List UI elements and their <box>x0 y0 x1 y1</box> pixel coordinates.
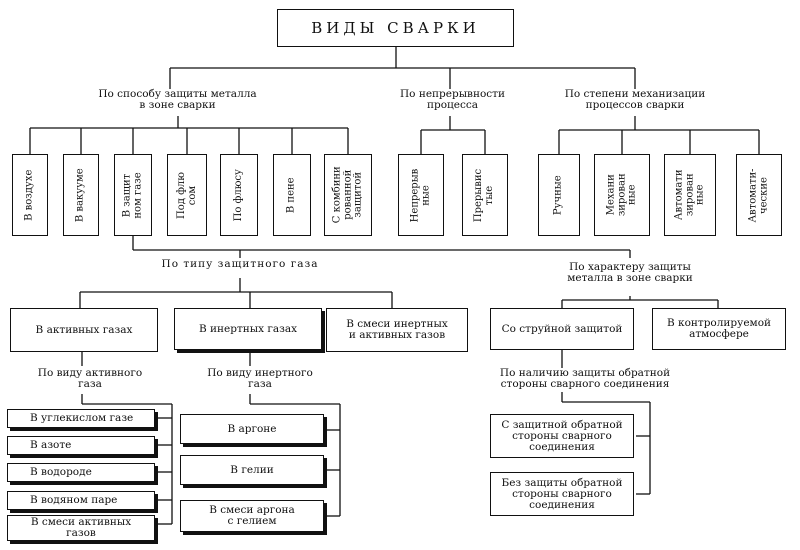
active-gas-steam-label: В водяном паре <box>30 494 118 506</box>
inert-gas-argon-box: В аргоне <box>180 414 324 444</box>
mechanization-automated-box: Автомати зирован ные <box>664 154 716 236</box>
gas-mixed-box: В смеси инертных и активных газов <box>326 308 468 352</box>
diagram-title: ВИДЫ СВАРКИ <box>311 18 480 37</box>
protection-in-foam-box: В пене <box>273 154 311 236</box>
criterion-continuity: По непрерывности процесса <box>395 89 510 111</box>
reverse-side-unprotected-label: Без защиты обратной стороны сварного сое… <box>501 476 623 511</box>
active-gas-co2-box: В углекислом газе <box>7 409 155 428</box>
mechanization-mechanized-label: Механи зирован ные <box>605 173 638 217</box>
gas-inert-label: В инертных газах <box>198 322 298 335</box>
mechanization-automatic-label: Автомати- ческие <box>747 167 770 223</box>
protection-controlled-atmosphere-label: В контролируемой атмосфере <box>666 317 772 340</box>
protection-on-flux-label: По флюсу <box>232 168 244 222</box>
reverse-side-protected-label: С защитной обратной стороны сварного сое… <box>501 418 623 453</box>
protection-shielding-gas-box: В защит ном газе <box>114 154 152 236</box>
mechanization-automated-label: Автомати зирован ные <box>673 169 706 221</box>
protection-in-air-box: В воздухе <box>12 154 48 236</box>
protection-jet-label: Со струйной защитой <box>501 322 623 335</box>
gas-inert-box: В инертных газах <box>174 308 322 350</box>
protection-on-flux-box: По флюсу <box>220 154 258 236</box>
criterion-protection-method: По способу защиты металла в зоне сварки <box>85 89 270 111</box>
mechanization-automatic-box: Автомати- ческие <box>736 154 782 236</box>
gas-mixed-label: В смеси инертных и активных газов <box>346 318 448 341</box>
protection-combined-label: С комбини рованной защитой <box>331 166 364 224</box>
gas-active-label: В активных газах <box>35 323 133 336</box>
criterion-active-gas-kind: По виду активного газа <box>30 368 150 390</box>
mechanization-manual-label: Ручные <box>552 175 564 215</box>
continuity-continuous-box: Непрерыв ные <box>398 154 444 236</box>
active-gas-co2-label: В углекислом газе <box>30 412 134 424</box>
inert-gas-helium-label: В гелии <box>230 463 274 476</box>
criterion-protection-character: По характеру защиты металла в зоне сварк… <box>545 262 715 284</box>
inert-gas-helium-box: В гелии <box>180 455 324 485</box>
inert-gas-argon-label: В аргоне <box>227 422 277 435</box>
protection-in-vacuum-box: В вакууме <box>63 154 99 236</box>
active-gas-steam-box: В водяном паре <box>7 491 155 510</box>
reverse-side-protected-box: С защитной обратной стороны сварного сое… <box>490 414 634 458</box>
criterion-inert-gas-kind: По виду инертного газа <box>198 368 322 390</box>
protection-in-foam-label: В пене <box>285 177 297 213</box>
protection-combined-box: С комбини рованной защитой <box>324 154 372 236</box>
title-box: ВИДЫ СВАРКИ <box>277 9 514 47</box>
criterion-gas-type: По типу защитного газа <box>150 259 330 270</box>
protection-under-flux-label: Под флю сом <box>175 171 198 219</box>
active-gas-hydrogen-box: В водороде <box>7 463 155 482</box>
protection-in-vacuum-label: В вакууме <box>74 168 86 222</box>
mechanization-mechanized-box: Механи зирован ные <box>594 154 650 236</box>
reverse-side-unprotected-box: Без защиты обратной стороны сварного сое… <box>490 472 634 516</box>
active-gas-nitrogen-box: В азоте <box>7 436 155 455</box>
protection-in-air-label: В воздухе <box>23 169 35 221</box>
active-gas-mixture-box: В смеси активных газов <box>7 515 155 541</box>
protection-controlled-atmosphere-box: В контролируемой атмосфере <box>652 308 786 350</box>
criterion-mechanization: По степени механизации процессов сварки <box>550 89 720 111</box>
gas-active-box: В активных газах <box>10 308 158 352</box>
inert-gas-argon-helium-box: В смеси аргона с гелием <box>180 500 324 532</box>
active-gas-mixture-label: В смеси активных газов <box>30 516 132 539</box>
protection-jet-box: Со струйной защитой <box>490 308 634 350</box>
continuity-intermittent-box: Прерывис тые <box>462 154 508 236</box>
continuity-intermittent-label: Прерывис тые <box>473 168 496 222</box>
mechanization-manual-box: Ручные <box>538 154 580 236</box>
protection-shielding-gas-label: В защит ном газе <box>121 171 144 219</box>
protection-under-flux-box: Под флю сом <box>167 154 207 236</box>
active-gas-hydrogen-label: В водороде <box>30 466 92 478</box>
active-gas-nitrogen-label: В азоте <box>30 439 72 451</box>
continuity-continuous-label: Непрерыв ные <box>409 168 432 222</box>
inert-gas-argon-helium-label: В смеси аргона с гелием <box>209 504 295 527</box>
criterion-reverse-side: По наличию защиты обратной стороны сварн… <box>490 368 680 390</box>
